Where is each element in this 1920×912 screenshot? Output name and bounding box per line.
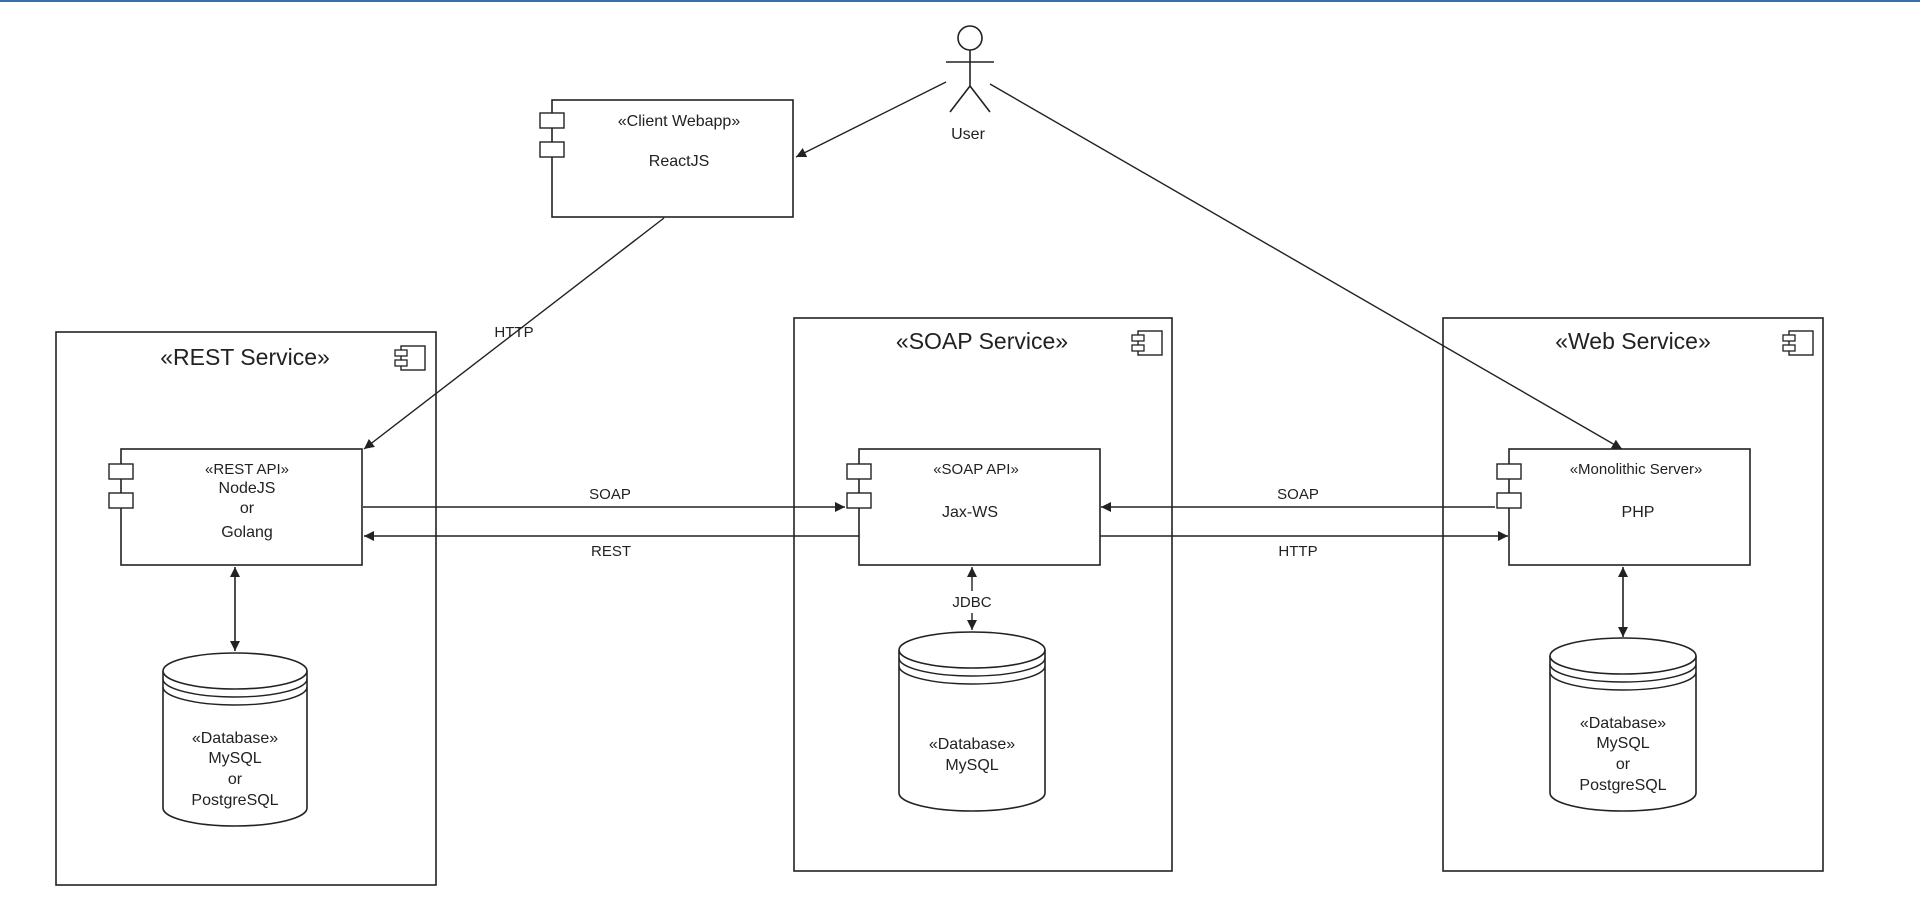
edge-label-web-to-soap: SOAP — [1277, 486, 1319, 503]
web-database-cylinder[interactable] — [1549, 637, 1697, 812]
client-stereotype: «Client Webapp» — [618, 113, 741, 130]
edge-label-bg — [948, 591, 996, 613]
rest-db-line3: PostgreSQL — [191, 792, 278, 809]
edge-label-soap-to-rest: REST — [591, 543, 631, 560]
web-service-title: «Web Service» — [1555, 328, 1711, 354]
edge-client-to-rest-api[interactable] — [363, 217, 665, 450]
rest-api-stereotype: «REST API» — [205, 461, 289, 478]
soap-db-stereotype: «Database» — [929, 736, 1015, 753]
soap-api-name: Jax-WS — [942, 504, 998, 521]
web-db-line3: PostgreSQL — [1579, 777, 1666, 794]
web-db-line2: or — [1616, 756, 1631, 773]
soap-api-component[interactable] — [846, 448, 1101, 566]
monolithic-server-stereotype: «Monolithic Server» — [1570, 461, 1703, 478]
component-icon — [1131, 330, 1163, 356]
user-label: User — [951, 126, 985, 143]
component-icon — [394, 345, 426, 371]
edge-label-client-to-rest: HTTP — [494, 324, 533, 341]
rest-api-line1: NodeJS — [219, 480, 276, 497]
client-name: ReactJS — [649, 153, 709, 170]
edge-label-soap-api-db: JDBC — [952, 594, 991, 611]
monolithic-server-component[interactable] — [1496, 448, 1751, 566]
soap-service-title: «SOAP Service» — [896, 328, 1068, 354]
soap-db-line1: MySQL — [945, 757, 998, 774]
soap-api-stereotype: «SOAP API» — [933, 461, 1019, 478]
rest-service-title: «REST Service» — [160, 344, 330, 370]
component-icon — [1782, 330, 1814, 356]
rest-api-line2: or — [240, 500, 255, 517]
edge-label-rest-to-soap: SOAP — [589, 486, 631, 503]
edge-user-to-monolithic[interactable] — [989, 83, 1623, 450]
rest-database-cylinder[interactable] — [162, 652, 308, 827]
rest-db-line2: or — [228, 771, 243, 788]
soap-database-cylinder[interactable] — [898, 631, 1046, 812]
user-actor[interactable] — [946, 25, 994, 113]
client-webapp-component[interactable] — [539, 99, 794, 218]
top-accent-bar — [0, 0, 1920, 2]
web-db-line1: MySQL — [1596, 735, 1649, 752]
monolithic-server-name: PHP — [1622, 504, 1655, 521]
edge-label-soap-to-web: HTTP — [1278, 543, 1317, 560]
rest-api-line3: Golang — [221, 524, 273, 541]
edge-user-to-client[interactable] — [795, 81, 947, 158]
rest-db-stereotype: «Database» — [192, 730, 278, 747]
rest-db-line1: MySQL — [208, 750, 261, 767]
web-db-stereotype: «Database» — [1580, 715, 1666, 732]
rest-api-component[interactable] — [108, 448, 363, 566]
